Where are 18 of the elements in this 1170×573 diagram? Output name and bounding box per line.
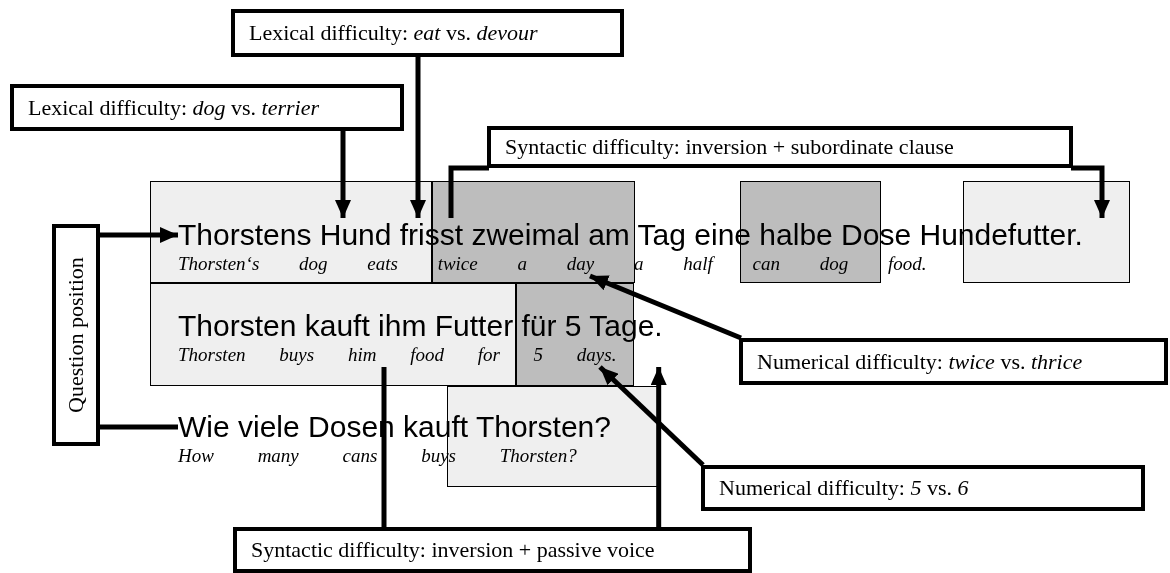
connector-line (100, 424, 178, 430)
callout-box: Lexical difficulty: dog vs. terrier (10, 84, 404, 131)
connector-line (448, 165, 489, 218)
callout-box: Numerical difficulty: twice vs. thrice (739, 338, 1168, 385)
connector-line (381, 367, 387, 527)
arrow (598, 365, 705, 467)
arrow (410, 57, 426, 218)
gloss-text: Thorsten buys him food for 5 days. (178, 343, 617, 367)
callout-box: Syntactic difficulty: inversion + subordinate clause (487, 126, 1073, 168)
arrow (335, 131, 351, 218)
label-box: Question position (52, 224, 100, 446)
arrow (1071, 165, 1110, 218)
gloss-text: Thorsten‘s dog eats twice a day a half can dog food. (178, 252, 927, 276)
callout-box: Numerical difficulty: 5 vs. 6 (701, 465, 1145, 511)
arrow (100, 227, 178, 243)
arrow (650, 367, 667, 527)
callout-box: Syntactic difficulty: inversion + passive voice (233, 527, 752, 573)
callout-box: Lexical difficulty: eat vs. devour (231, 9, 624, 57)
